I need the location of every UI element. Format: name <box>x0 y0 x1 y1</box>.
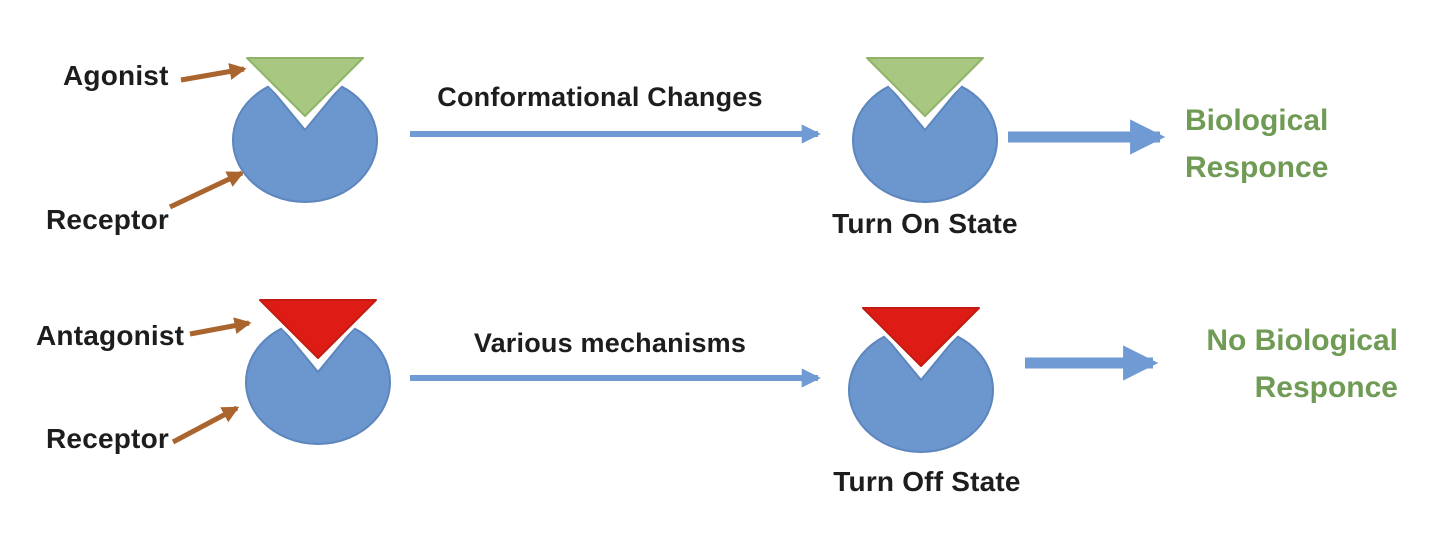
turn-on-state-complex <box>852 53 998 203</box>
no-biological-response-label: No Biological Responce <box>1206 317 1398 411</box>
receptor-shape <box>245 327 391 445</box>
no-biological-response-line1: No Biological <box>1206 324 1398 357</box>
receptor-label-top: Receptor <box>46 204 169 235</box>
antagonist-triangle <box>259 299 377 359</box>
receptor-shape <box>232 85 378 203</box>
various-mechanisms-label: Various mechanisms <box>473 328 747 358</box>
biological-response-line1: Biological <box>1185 104 1329 137</box>
biological-response-label: Biological Responce <box>1185 97 1328 191</box>
receptor-label-bottom: Receptor <box>46 423 169 454</box>
conformational-changes-label: Conformational Changes <box>437 82 763 112</box>
antagonist-label: Antagonist <box>36 320 185 351</box>
agonist-triangle <box>246 57 364 117</box>
agonist-receptor-complex <box>232 53 378 203</box>
turn-off-state-label: Turn Off State <box>833 466 1021 497</box>
biological-response-line2: Responce <box>1185 151 1329 184</box>
receptor-shape <box>848 335 994 453</box>
antagonist-triangle <box>862 307 980 367</box>
antagonist-pointer-arrow <box>189 317 252 337</box>
turn-on-state-label: Turn On State <box>832 208 1018 239</box>
turn-off-state-complex <box>848 303 994 453</box>
receptor-pointer-arrow-bottom <box>171 405 240 445</box>
receptor-shape <box>852 85 998 203</box>
no-biological-response-line2: Responce <box>1254 371 1398 404</box>
agonist-triangle <box>866 57 984 117</box>
agonist-label: Agonist <box>63 60 169 91</box>
receptor-pointer-arrow-top <box>168 170 245 210</box>
agonist-pointer-arrow <box>180 63 247 83</box>
antagonist-receptor-complex <box>245 295 391 445</box>
